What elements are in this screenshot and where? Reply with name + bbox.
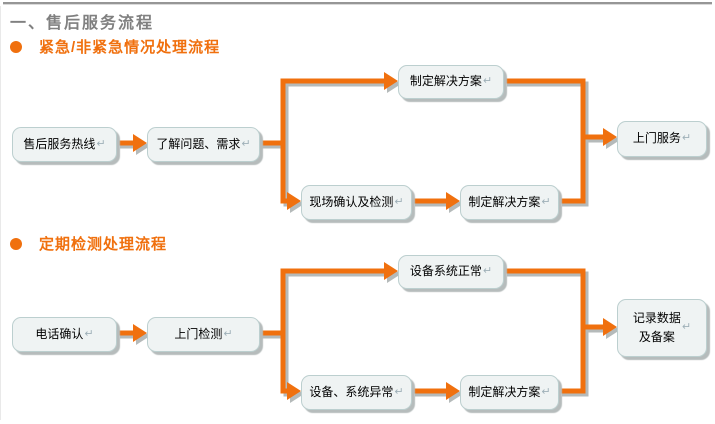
flow2-node-phone-confirm: 电话确认↵: [12, 317, 117, 352]
section-heading-emergency: 紧急/非紧急情况处理流程: [10, 36, 220, 57]
return-mark: ↵: [482, 265, 493, 278]
flow1-node-solution-top: 制定解决方案↵: [398, 65, 504, 99]
node-label: 记录数据 及备案: [632, 310, 681, 344]
flow1-node-door-service: 上门服务↵: [617, 121, 707, 157]
return-mark: ↵: [84, 327, 94, 340]
flow1-node-onsite-check: 现场确认及检测↵: [301, 185, 412, 220]
return-mark: ↵: [681, 132, 692, 145]
return-mark: ↵: [681, 321, 692, 334]
top-rule: [3, 2, 712, 5]
return-mark: ↵: [541, 195, 551, 208]
node-label: 制定解决方案: [409, 74, 482, 89]
flow1-node-solution-bottom: 制定解决方案↵: [460, 185, 559, 220]
node-label: 设备系统正常: [409, 264, 482, 279]
flow1-node-understand-needs: 了解问题、需求↵: [147, 127, 260, 162]
node-label: 电话确认: [35, 326, 84, 341]
node-label: 上门检测: [174, 326, 223, 341]
return-mark: ↵: [541, 385, 551, 398]
node-label: 了解问题、需求: [156, 136, 241, 151]
return-mark: ↵: [482, 75, 493, 88]
bullet-icon: [10, 237, 22, 250]
node-label: 售后服务热线: [23, 136, 96, 151]
bullet-icon: [10, 40, 22, 53]
section-heading-periodic: 定期检测处理流程: [10, 233, 167, 254]
flow2-node-door-inspection: 上门检测↵: [147, 317, 260, 352]
flow2-connectors: [117, 262, 617, 400]
page-title: 一、售后服务流程: [10, 15, 155, 32]
node-label: 设备、系统异常: [309, 384, 394, 399]
return-mark: ↵: [394, 195, 404, 208]
node-label: 制定解决方案: [468, 194, 541, 209]
flow2-node-system-normal: 设备系统正常↵: [398, 255, 504, 289]
connector-shadows: [120, 75, 620, 403]
flow1-connectors: [117, 72, 617, 210]
return-mark: ↵: [241, 137, 251, 150]
flow2-node-record-data: 记录数据 及备案↵: [617, 299, 707, 357]
return-mark: ↵: [223, 327, 233, 340]
return-mark: ↵: [96, 137, 106, 150]
section-title: 定期检测处理流程: [39, 236, 168, 253]
flow2-node-system-abnormal: 设备、系统异常↵: [301, 375, 412, 410]
flow2-node-solution: 制定解决方案↵: [460, 375, 559, 410]
node-label: 现场确认及检测: [309, 194, 394, 209]
page-left-border: [0, 6, 1, 420]
flow1-node-hotline: 售后服务热线↵: [12, 127, 117, 162]
section-title: 紧急/非紧急情况处理流程: [39, 39, 221, 56]
node-label: 制定解决方案: [468, 384, 541, 399]
node-label: 上门服务: [632, 131, 681, 146]
return-mark: ↵: [394, 385, 404, 398]
